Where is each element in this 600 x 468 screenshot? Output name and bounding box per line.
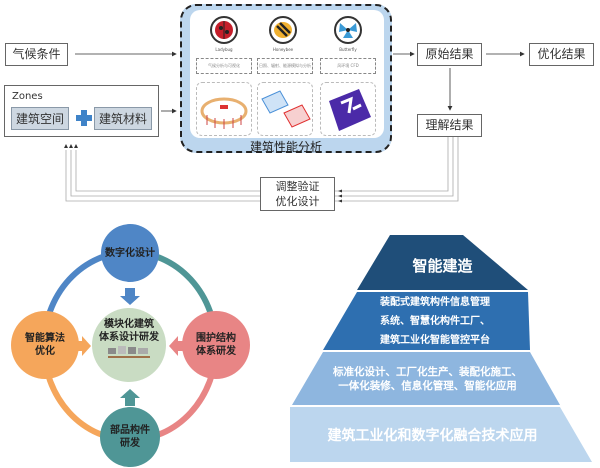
- tool-name-butterfly: Butterfly: [339, 47, 357, 52]
- pyramid-level-3: [292, 352, 560, 405]
- pyramid-4-line1: 建筑工业化和数字化融合技术应用: [327, 427, 538, 444]
- pyramid-3-line2: 一体化装修、信息化管理、智能化应用: [338, 379, 517, 392]
- adjust-line2: 优化设计: [275, 195, 320, 208]
- modular-buildings-image: [108, 346, 150, 358]
- node-bottom-line2: 研发: [120, 438, 140, 449]
- arrow-left-icon: [169, 336, 186, 356]
- building-space-box: 建筑空间: [11, 107, 69, 130]
- adjust-line1: 调整验证: [275, 180, 320, 193]
- tool-caption-honeybee: 日照、辐射、能源模拟与分析: [257, 58, 313, 74]
- pyramid-level-2: [323, 292, 530, 350]
- node-right-line1: 围护结构: [196, 333, 236, 344]
- pyramid-2-line3: 建筑工业化智能管控平台: [380, 334, 490, 346]
- butterfly-icon: [334, 16, 362, 44]
- pyramid-label-1: 智能建造: [357, 240, 528, 290]
- node-bottom-line1: 部品构件: [110, 425, 150, 436]
- building-material-box: 建筑材料: [94, 107, 152, 130]
- pyramid-2-line1: 装配式建筑构件信息管理: [380, 296, 490, 308]
- node-digital-design-label: 数字化设计: [105, 247, 155, 259]
- arrow-up-icon: [120, 389, 140, 406]
- pyramid-label-4: 建筑工业化和数字化融合技术应用: [290, 407, 575, 462]
- tool-caption-ladybug: 气候分析与可视化: [196, 58, 252, 74]
- pyramid-2-line2: 系统、智慧化构件工厂、: [380, 315, 490, 327]
- tool-name-ladybug: Ladybug: [215, 47, 233, 52]
- zones-title: Zones: [12, 91, 43, 102]
- pyramid-level-4: [290, 407, 592, 462]
- butterfly-result-image: [320, 82, 376, 136]
- adjust-optimize-box: 调整验证 优化设计: [260, 177, 335, 211]
- node-algorithm-optimization: 智能算法优化: [11, 311, 79, 379]
- pyramid-level-1: [357, 235, 528, 290]
- node-center-line2: 体系设计研发: [99, 332, 159, 343]
- node-envelope-system: 围护结构体系研发: [182, 311, 250, 379]
- analysis-title: 建筑性能分析: [249, 140, 322, 154]
- node-right-line2: 体系研发: [196, 346, 236, 357]
- ladybug-result-image: [196, 82, 252, 136]
- tool-caption-butterfly: 风环境 CFD: [320, 58, 376, 74]
- node-digital-design: 数字化设计: [101, 224, 159, 282]
- raw-result-box: 原始结果: [417, 43, 482, 66]
- honeybee-result-image: [257, 82, 313, 136]
- plus-icon: [76, 110, 92, 126]
- pyramid-1-line1: 智能建造: [412, 256, 473, 275]
- node-component-rd: 部品构件研发: [100, 407, 160, 467]
- node-left-line1: 智能算法: [25, 333, 65, 344]
- tool-name-honeybee: Honeybee: [272, 47, 294, 52]
- honeybee-icon: [269, 16, 297, 44]
- node-center-line1: 模块化建筑: [104, 319, 154, 330]
- node-modular-building: 模块化建筑 体系设计研发: [92, 308, 166, 382]
- optimized-result-box: 优化结果: [529, 43, 594, 66]
- pyramid-label-3: 标准化设计、工厂化生产、装配化施工、 一体化装修、信息化管理、智能化应用: [300, 352, 555, 405]
- ladybug-icon: [210, 16, 238, 44]
- understood-result-box: 理解结果: [417, 114, 482, 137]
- pyramid-3-line1: 标准化设计、工厂化生产、装配化施工、: [333, 365, 522, 378]
- node-left-line2: 优化: [35, 346, 55, 357]
- pyramid-label-2: 装配式建筑构件信息管理 系统、智慧化构件工厂、 建筑工业化智能管控平台: [340, 292, 530, 350]
- climate-conditions-box: 气候条件: [5, 43, 68, 66]
- arrow-down-icon: [120, 288, 140, 305]
